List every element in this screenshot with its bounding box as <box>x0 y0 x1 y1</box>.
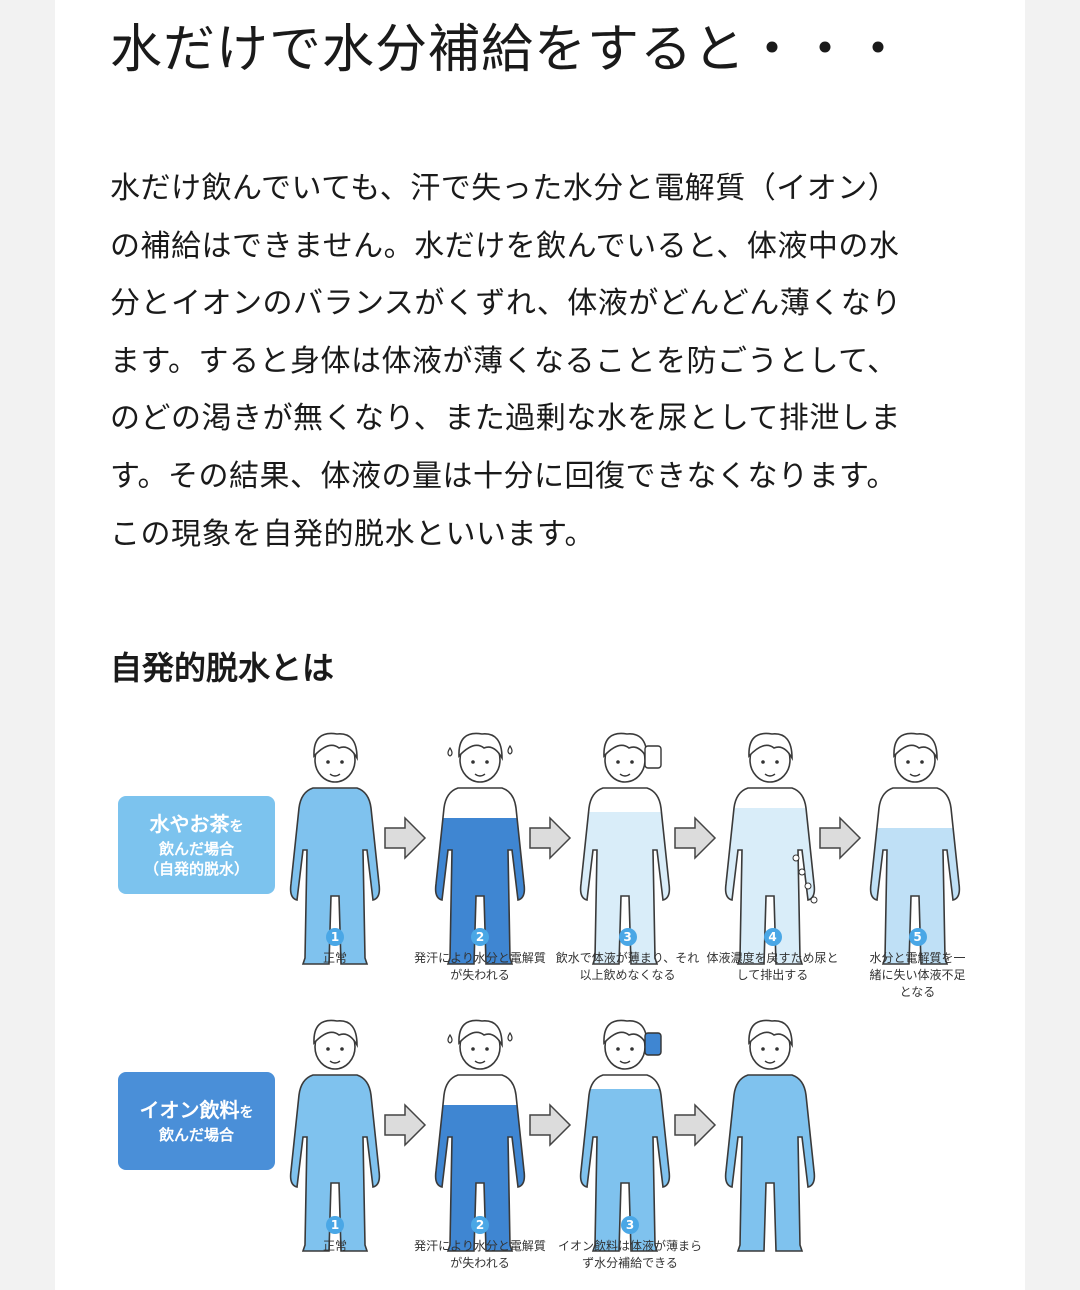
body-line: 分とイオンのバランスがくずれ、体液がどんどん薄くなり <box>110 286 902 322</box>
label-main: 水やお茶 <box>149 811 230 836</box>
step-caption: 2 発汗により水分と電解質が失われる <box>414 928 546 982</box>
arrow-icon <box>384 1104 426 1146</box>
step-caption: 1 正常 <box>322 1216 347 1253</box>
arrow-icon <box>384 817 426 859</box>
label-main: イオン飲料 <box>139 1097 240 1122</box>
step-caption: 2 発汗により水分と電解質が失われる <box>414 1216 546 1270</box>
arrow-icon <box>674 1104 716 1146</box>
label-suffix: を <box>229 818 244 835</box>
body-line: ます。すると身体は体液が薄くなることを防ごうとして、 <box>110 343 898 379</box>
label-note: （自発的脱水） <box>143 859 249 878</box>
body-paragraph: 水だけ飲んでいても、汗で失った水分と電解質（イオン） の補給はできません。水だけ… <box>110 160 970 563</box>
arrow-icon <box>674 817 716 859</box>
water-tea-label: 水やお茶を 飲んだ場合 （自発的脱水） <box>118 796 275 894</box>
body-line: のどの渇きが無くなり、また過剰な水を尿として排泄しま <box>110 401 901 437</box>
figure-recovered <box>724 1019 816 1252</box>
label-sub: 飲んだ場合 <box>158 839 234 858</box>
arrow-icon <box>529 1104 571 1146</box>
section-heading: 自発的脱水とは <box>110 649 335 687</box>
body-line: 水だけ飲んでいても、汗で失った水分と電解質（イオン） <box>110 171 899 206</box>
body-line: この現象を自発的脱水といいます。 <box>110 516 595 552</box>
step-caption: 3 飲水で体液が薄まり、それ以上飲めなくなる <box>555 928 700 982</box>
arrow-icon <box>819 817 861 859</box>
step-caption: 5 水分と電解質を一緒に失い体液不足となる <box>869 928 966 999</box>
page-title: 水だけで水分補給をすると・・・ <box>110 20 906 80</box>
label-sub: 飲んだ場合 <box>158 1125 234 1144</box>
label-suffix: を <box>239 1104 254 1121</box>
arrow-icon <box>529 817 571 859</box>
body-line: の補給はできません。水だけを飲んでいると、体液中の水 <box>110 228 900 264</box>
body-line: す。その結果、体液の量は十分に回復できなくなります。 <box>110 458 897 494</box>
ion-drink-label: イオン飲料を 飲んだ場合 <box>118 1072 275 1170</box>
step-caption: 1 正常 <box>322 928 347 965</box>
step-caption: 4 体液濃度を戻すため尿として排出する <box>706 928 839 982</box>
step-caption: 3 イオン飲料は体液が薄まらず水分補給できる <box>557 1216 702 1270</box>
